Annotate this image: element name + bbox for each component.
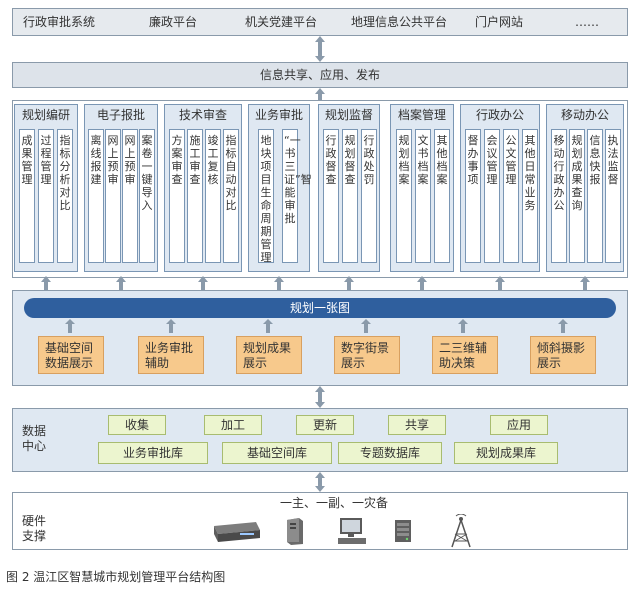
map-function-approval-aid: 业务审批辅助 [138,336,204,374]
up-arrow-icon [166,319,176,333]
double-arrow-icon [315,36,325,62]
top-system-item: 机关党建平台 [245,15,318,29]
module-planning-supervision: 规划监督 行政督查 规划督查 行政处罚 [318,104,380,272]
double-arrow-icon [315,472,325,492]
data-center-label: 数据中心 [22,424,47,453]
module-title: 行政办公 [475,108,524,122]
top-system-item: …… [575,15,599,29]
up-arrow-icon [315,88,325,104]
module-item: 指标分析对比 [57,129,73,263]
top-system-item: 地理信息公共平台 [351,15,448,29]
module-title: 技术审查 [178,108,227,122]
up-arrow-icon [263,319,273,333]
map-function-oblique-photo: 倾斜摄影展示 [530,336,596,374]
module-item: 指标自动对比 [223,129,239,263]
module-item: 督办事项 [465,129,481,263]
antenna-tower-icon [451,514,471,548]
module-item: 网上预审 [105,129,121,263]
top-system-item: 行政审批系统 [23,15,96,29]
module-archive-management: 档案管理 规划档案 文书档案 其他档案 [390,104,454,272]
map-function-2d3d-decision: 二三维辅助决策 [432,336,498,374]
module-planning-research: 规划编研 成果管理 过程管理 指标分析对比 [14,104,78,272]
up-arrow-icon [495,276,505,292]
up-arrow-icon [580,276,590,292]
module-item: 方案审查 [169,129,185,263]
module-item: 案卷一键导入 [139,129,155,263]
up-arrow-icon [458,319,468,333]
up-arrow-icon [116,276,126,292]
up-arrow-icon [274,276,284,292]
db-thematic: 专题数据库 [338,442,442,464]
module-item: 文书档案 [415,129,431,263]
module-item: 竣工复核 [205,129,221,263]
up-arrow-icon [558,319,568,333]
module-title: 档案管理 [397,108,446,122]
module-admin-office: 行政办公 督办事项 会议管理 公文管理 其他日常业务 [460,104,540,272]
top-system-item: 门户网站 [475,15,524,29]
module-item: 会议管理 [484,129,500,263]
up-arrow-icon [361,319,371,333]
up-arrow-icon [344,276,354,292]
up-arrow-icon [41,276,51,292]
storage-device-icon [395,520,411,542]
module-item: 规划督查 [342,129,358,263]
module-business-approval: 业务审批 地块项目生命周期管理 “一书三证”智能审批 [248,104,312,272]
top-systems-bar: 行政审批系统 廉政平台 机关党建平台 地理信息公共平台 门户网站 …… [12,8,628,36]
map-function-base-spatial: 基础空间数据展示 [38,336,104,374]
module-item: 信息快报 [587,129,603,263]
module-item: 过程管理 [38,129,54,263]
up-arrow-icon [198,276,208,292]
module-up-arrows [41,276,590,292]
db-base-spatial: 基础空间库 [222,442,332,464]
module-technical-review: 技术审查 方案审查 施工审查 竣工复核 指标自动对比 [164,104,242,272]
top-system-item: 廉政平台 [149,15,198,29]
server-rack-icon [214,522,260,542]
one-map-bar: 规划一张图 [24,298,616,318]
module-title: 业务审批 [254,108,303,122]
data-op-apply: 应用 [490,415,548,435]
data-op-share: 共享 [388,415,446,435]
module-item: 成果管理 [19,129,35,263]
db-business-approval: 业务审批库 [98,442,208,464]
share-layer: 信息共享、应用、发布 [12,62,628,88]
module-electronic-approval: 电子报批 离线报建 网上预审 网上预审 案卷一键导入 [84,104,158,272]
module-item: 行政督查 [323,129,339,263]
hardware-note: 一主、一副、一灾备 [280,496,389,510]
data-op-process: 加工 [204,415,262,435]
module-item: 公文管理 [503,129,519,263]
module-title: 规划监督 [324,108,373,122]
module-title: 电子报批 [96,108,145,122]
module-item: 执法监督 [605,129,621,263]
module-item: 移动行政办公 [551,129,567,263]
computer-icon [338,518,366,544]
module-item: 地块项目生命周期管理 [258,129,274,264]
module-item: 规划成果查询 [569,129,585,263]
module-item: 行政处罚 [361,129,377,263]
map-up-arrows [65,319,568,333]
double-arrow-icon [315,386,325,408]
module-title: 移动办公 [560,108,609,122]
module-item: 规划档案 [396,129,412,263]
data-op-collect: 收集 [108,415,166,435]
hardware-label: 硬件支撑 [22,514,47,543]
module-item: 施工审查 [187,129,203,263]
up-arrow-icon [65,319,75,333]
up-arrow-icon [417,276,427,292]
module-item: “一书三证”智能审批 [282,129,312,263]
module-mobile-office: 移动办公 移动行政办公 规划成果查询 信息快报 执法监督 [546,104,624,272]
module-item: 离线报建 [88,129,104,263]
figure-caption: 图 2 温江区智慧城市规划管理平台结构图 [6,570,226,584]
map-function-street-view: 数字街景展示 [334,336,400,374]
server-tower-icon [287,518,303,545]
module-item: 网上预审 [122,129,138,263]
db-planning-results: 规划成果库 [454,442,558,464]
module-item: 其他日常业务 [522,129,538,263]
map-function-results-display: 规划成果展示 [236,336,302,374]
hardware-frame [12,492,628,550]
module-item: 其他档案 [434,129,450,263]
module-title: 规划编研 [21,108,70,122]
data-op-update: 更新 [296,415,354,435]
